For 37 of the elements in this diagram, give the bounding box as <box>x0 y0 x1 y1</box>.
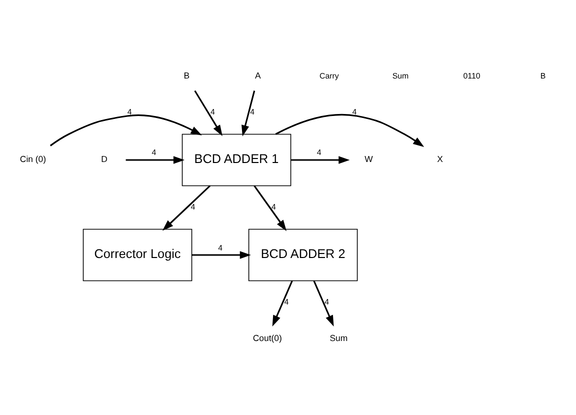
arrow <box>291 156 350 164</box>
edge-label: 4 <box>284 298 289 307</box>
edge-label: 4 <box>272 202 276 212</box>
edge-label: 4 <box>210 107 215 116</box>
arrow <box>242 90 256 136</box>
arrow <box>313 280 334 327</box>
arrow <box>275 114 424 148</box>
node-text: B <box>184 70 190 81</box>
label: Sum <box>392 71 409 80</box>
node-box: BCD ADDER 2 <box>248 228 358 282</box>
edge-label: 4 <box>316 148 322 158</box>
arrow <box>126 156 185 164</box>
label: Carry <box>320 71 339 80</box>
label: B <box>540 71 546 80</box>
node-text: W <box>364 154 373 164</box>
arrow <box>162 185 211 231</box>
arrow <box>50 114 202 146</box>
edge-label: 4 <box>190 202 196 212</box>
arrow <box>194 90 222 136</box>
label: 0110 <box>463 71 480 80</box>
edge-label: 4 <box>352 107 357 116</box>
node-text: Cout(0) <box>252 332 282 343</box>
arrow <box>272 280 293 327</box>
edge-label: 4 <box>152 148 156 158</box>
node-text: A <box>255 70 261 81</box>
arrow <box>254 185 287 232</box>
arrow <box>192 251 251 259</box>
edge-label: 4 <box>127 107 132 116</box>
node-text: Sum <box>330 332 348 343</box>
node-text: X <box>437 154 443 164</box>
node-box: BCD ADDER 1 <box>182 134 292 186</box>
node-box: Corrector Logic <box>82 228 192 282</box>
edge-label: 4 <box>324 298 330 307</box>
edge-label: 4 <box>250 107 255 116</box>
edge-label: 4 <box>218 243 222 252</box>
node-text: D <box>101 154 108 164</box>
node-text: Cin (0) <box>20 154 46 164</box>
